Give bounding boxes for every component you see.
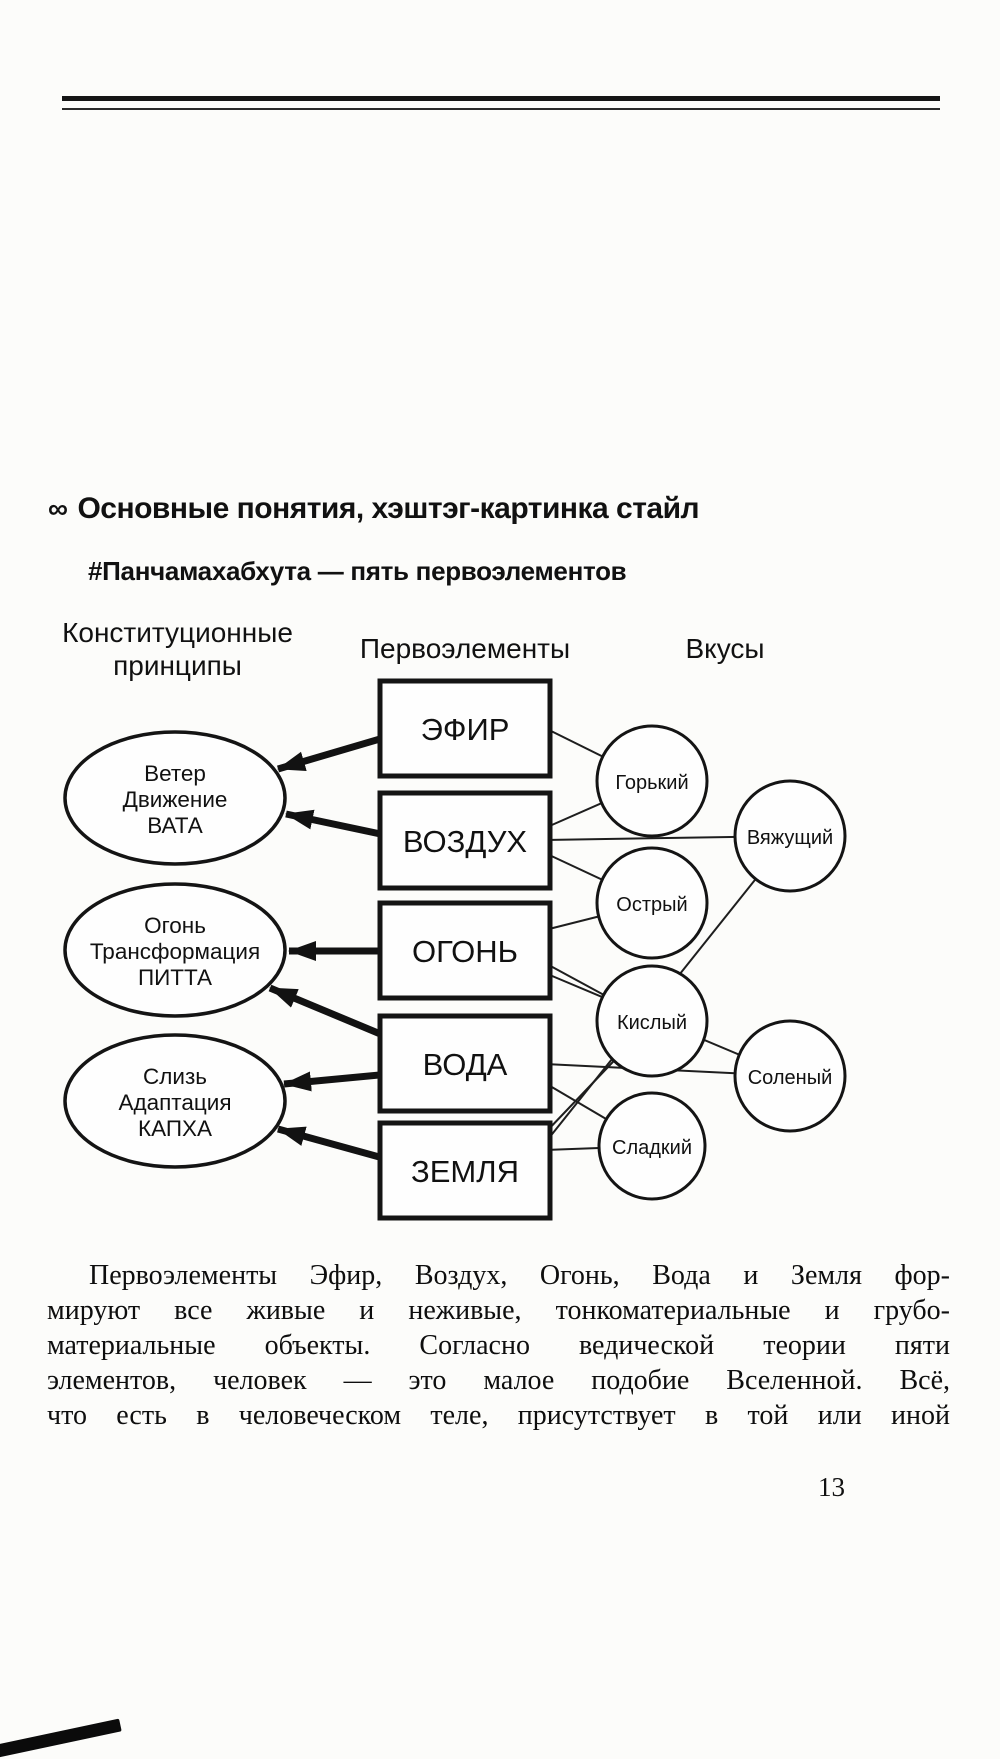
voda-box bbox=[377, 1013, 553, 1114]
arrow-zemlya-kapha bbox=[277, 1125, 391, 1164]
column-header-principles-line1: Конституционные bbox=[62, 617, 293, 648]
page-number: 13 bbox=[818, 1472, 845, 1502]
gorkiy-label: Горький bbox=[615, 772, 688, 794]
solenyy-label: Соленый bbox=[748, 1067, 833, 1089]
pitta-line3: ПИТТА bbox=[138, 965, 212, 990]
vata-line1: Ветер bbox=[144, 761, 206, 786]
kislyy-circle bbox=[595, 964, 709, 1078]
arrow-vozduh-vata bbox=[285, 809, 391, 840]
arrow-voda-kapha bbox=[283, 1070, 391, 1092]
vyazhushchiy-circle bbox=[733, 779, 847, 893]
page-title: ∞ Основные понятия, хэштэг-картинка стайл bbox=[48, 492, 908, 526]
kapha-ellipse bbox=[63, 1033, 287, 1169]
voda-label: ВОДА bbox=[423, 1047, 508, 1082]
arrow-voda-pitta bbox=[268, 984, 392, 1042]
vata-ellipse bbox=[63, 730, 287, 866]
kapha-line2: Адаптация bbox=[118, 1090, 231, 1115]
vata-line2: Движение bbox=[123, 787, 228, 812]
pitta-line1: Огонь bbox=[144, 913, 206, 938]
arrow-efir-vata bbox=[277, 732, 391, 773]
column-header-elements: Первоэлементы bbox=[359, 633, 571, 664]
sladkiy-circle bbox=[597, 1091, 707, 1201]
panchamahabhuta-diagram: ЭФИР ВОЗДУХ ОГОНЬ ВОДА ЗЕМЛЯ Ветер Движе… bbox=[63, 678, 847, 1221]
heading-ornament-icon: ∞ bbox=[48, 493, 68, 524]
sladkiy-label: Сладкий bbox=[612, 1137, 692, 1159]
subheading: #Панчамахабхута — пять первоэлементов bbox=[88, 556, 627, 586]
ostryy-label: Острый bbox=[616, 894, 687, 916]
paragraph-line-3: материальные объекты. Согласно ведическо… bbox=[47, 1330, 950, 1361]
page-title-text: Основные понятия, хэштэг-картинка стайл bbox=[77, 492, 700, 525]
gorkiy-circle bbox=[595, 724, 709, 838]
body-paragraph: Первоэлементы Эфир, Воздух, Огонь, Вода … bbox=[47, 1258, 950, 1433]
efir-box bbox=[377, 678, 553, 779]
paragraph-line-4: элементов, человек — это малое подобие В… bbox=[47, 1365, 950, 1396]
kapha-line1: Слизь bbox=[143, 1064, 207, 1089]
kislyy-label: Кислый bbox=[617, 1012, 687, 1034]
paragraph-line-2: мируют все живые и неживые, тонкоматериа… bbox=[47, 1295, 950, 1326]
paragraph-line-1: Первоэлементы Эфир, Воздух, Огонь, Вода … bbox=[89, 1260, 950, 1291]
column-header-principles-line2: принципы bbox=[113, 650, 242, 681]
ostryy-circle bbox=[595, 846, 709, 960]
pitta-ellipse bbox=[63, 882, 287, 1018]
zemlya-label: ЗЕМЛЯ bbox=[411, 1154, 519, 1189]
efir-label: ЭФИР bbox=[421, 712, 510, 747]
column-header-tastes: Вкусы bbox=[685, 633, 765, 664]
vozduh-box bbox=[377, 790, 553, 891]
paragraph-line-5: что есть в человеческом теле, присутству… bbox=[47, 1400, 950, 1431]
pitta-line2: Трансформация bbox=[90, 939, 260, 964]
vyazhushchiy-label: Вяжущий bbox=[747, 827, 833, 849]
solenyy-circle bbox=[733, 1019, 847, 1133]
kapha-line3: КАПХА bbox=[138, 1116, 212, 1141]
vozduh-label: ВОЗДУХ bbox=[403, 824, 528, 859]
column-header-principles: Конституционные принципы bbox=[30, 616, 325, 682]
scan-artifact bbox=[0, 1718, 122, 1759]
zemlya-box bbox=[377, 1120, 553, 1221]
ogon-box bbox=[377, 900, 553, 1001]
header-rule-thin bbox=[62, 108, 940, 110]
vata-line3: ВАТА bbox=[147, 813, 203, 838]
header-rule-thick bbox=[62, 96, 940, 101]
ogon-label: ОГОНЬ bbox=[412, 934, 518, 969]
